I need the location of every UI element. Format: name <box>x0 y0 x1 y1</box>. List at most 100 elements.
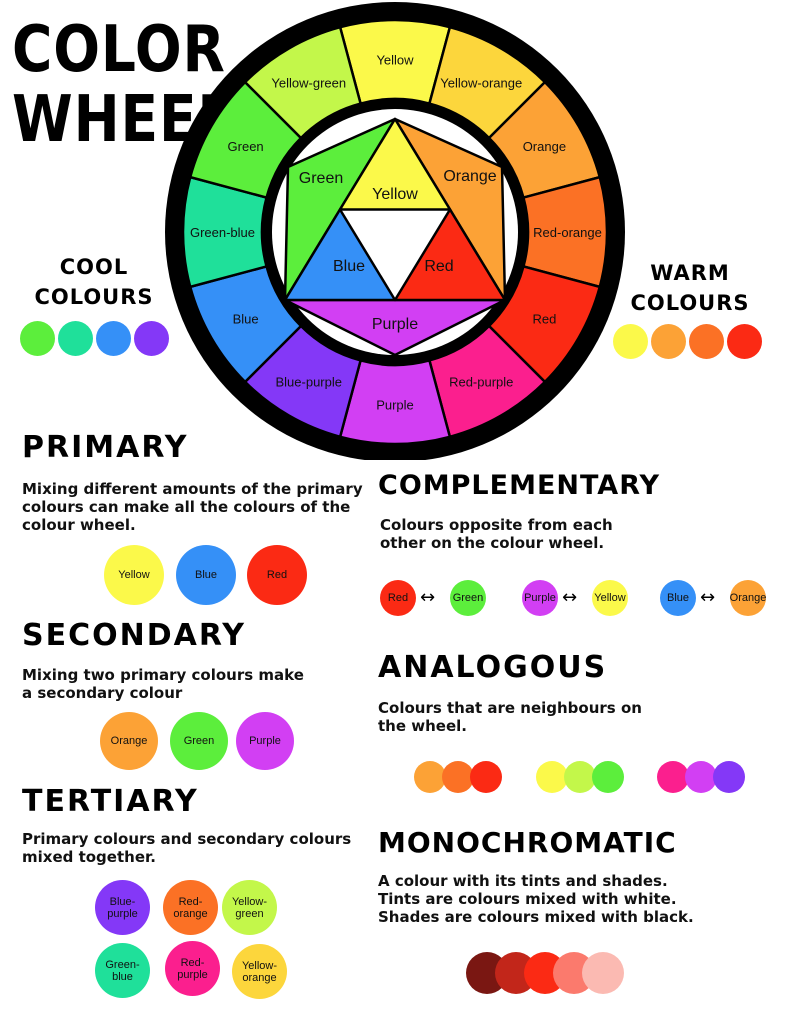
tertiary-swatch: Red-purple <box>165 941 220 996</box>
analogous-swatch <box>470 761 502 793</box>
inner-yellow-label: Yellow <box>372 186 418 203</box>
monochromatic-description: A colour with its tints and shades. Tint… <box>378 872 694 926</box>
inner-green-label: Green <box>299 170 343 187</box>
primary-swatch: Blue <box>176 545 236 605</box>
swatch-label: Blue <box>194 569 218 581</box>
swatch-label: Green <box>452 592 484 604</box>
analogous-swatch <box>657 761 689 793</box>
swatch-label: Orange <box>110 735 148 747</box>
wheel-segment-label: Red-orange <box>533 225 602 240</box>
swatch-label: purple <box>107 907 138 920</box>
tertiary-swatch: Yellow-green <box>222 880 277 935</box>
analogous-swatch <box>536 761 568 793</box>
tertiary-swatch: Blue-purple <box>95 880 150 935</box>
secondary-desc-line: Mixing two primary colours make <box>22 666 304 684</box>
double-arrow-icon: ↔ <box>420 587 436 608</box>
warm-colours-heading: WARM COLOURS <box>620 258 760 318</box>
swatch-label: Green <box>183 735 215 747</box>
monochromatic-swatch <box>582 952 624 994</box>
analogous-desc-line: Colours that are neighbours on <box>378 699 642 717</box>
swatch-label: Red- <box>178 895 203 908</box>
swatch-label: orange <box>173 907 208 920</box>
swatch-label: Red- <box>180 956 205 969</box>
monochromatic-desc-line: Tints are colours mixed with white. <box>378 890 677 908</box>
swatch-label: orange <box>242 971 277 984</box>
swatch-label: Purple <box>524 592 556 604</box>
complementary-swatch: Blue <box>660 580 696 616</box>
primary-desc-line: Mixing different amounts of the primary <box>22 480 363 498</box>
warm-heading-line-2: COLOURS <box>630 291 750 315</box>
inner-yellow-triangle <box>338 117 452 211</box>
inner-red-label: Red <box>424 258 453 275</box>
tertiary-description: Primary colours and secondary colours mi… <box>22 830 351 866</box>
swatch-label: Yellow <box>594 592 626 604</box>
primary-heading: PRIMARY <box>22 430 189 465</box>
double-arrow-icon: ↔ <box>700 587 716 608</box>
swatch-label: Red <box>266 569 288 581</box>
swatch-label: Green- <box>105 958 140 971</box>
tertiary-heading: TERTIARY <box>22 784 199 819</box>
analogous-swatch <box>414 761 446 793</box>
monochromatic-desc-line: Shades are colours mixed with black. <box>378 908 694 926</box>
wheel-segment-label: Purple <box>376 398 414 413</box>
complementary-swatch: Purple <box>522 580 558 616</box>
primary-desc-line: colours can make all the colours of the <box>22 498 351 516</box>
color-wheel: YellowYellow-orangeOrangeRed-orangeRedRe… <box>165 2 625 460</box>
complementary-description: Colours opposite from each other on the … <box>380 516 613 552</box>
analogous-swatch <box>592 761 624 793</box>
swatch-label: Red <box>387 592 409 604</box>
primary-description: Mixing different amounts of the primary … <box>22 480 363 534</box>
cool-colours-heading: COOL COLOURS <box>24 252 164 312</box>
primary-desc-line: colour wheel. <box>22 516 136 534</box>
wheel-segment-label: Red <box>532 311 556 326</box>
wheel-segment-label: Yellow-green <box>271 76 346 91</box>
primary-swatch: Red <box>247 545 307 605</box>
monochromatic-heading: MONOCHROMATIC <box>378 826 677 859</box>
swatch-label: purple <box>177 968 208 981</box>
complementary-swatch: Green <box>450 580 486 616</box>
complementary-swatch: Red <box>380 580 416 616</box>
warm-swatch <box>613 324 648 359</box>
primary-swatch: Yellow <box>104 545 164 605</box>
complementary-desc-line: Colours opposite from each <box>380 516 613 534</box>
wheel-segment-label: Red-purple <box>449 374 513 389</box>
analogous-description: Colours that are neighbours on the wheel… <box>378 699 642 735</box>
cool-swatch <box>96 321 131 356</box>
cool-heading-line-2: COLOURS <box>34 285 154 309</box>
analogous-swatch <box>713 761 745 793</box>
swatch-label: Blue- <box>109 895 136 908</box>
analogous-swatch <box>685 761 717 793</box>
wheel-segment-label: Green-blue <box>190 225 255 240</box>
double-arrow-icon: ↔ <box>562 587 578 608</box>
secondary-heading: SECONDARY <box>22 618 247 653</box>
cool-swatch <box>20 321 55 356</box>
secondary-swatch: Purple <box>236 712 294 770</box>
secondary-swatch: Orange <box>100 712 158 770</box>
complementary-swatch: Orange <box>730 580 766 616</box>
inner-orange-label: Orange <box>443 168 496 185</box>
complementary-desc-line: other on the colour wheel. <box>380 534 605 552</box>
inner-red-triangle <box>393 208 507 302</box>
tertiary-swatch: Red-orange <box>163 880 218 935</box>
tertiary-desc-line: Primary colours and secondary colours <box>22 830 352 848</box>
analogous-desc-line: the wheel. <box>378 717 467 735</box>
secondary-desc-line: a secondary colour <box>22 684 183 702</box>
swatch-label: Yellow- <box>231 895 268 908</box>
title-line-1: COLOR <box>12 13 226 87</box>
cool-swatch <box>134 321 169 356</box>
wheel-segment-label: Yellow-orange <box>440 76 522 91</box>
wheel-segment-label: Orange <box>523 139 566 154</box>
swatch-label: Yellow <box>118 569 150 581</box>
inner-blue-label: Blue <box>333 258 365 275</box>
warm-heading-line-1: WARM <box>650 261 730 285</box>
complementary-heading: COMPLEMENTARY <box>378 470 661 501</box>
warm-swatch <box>727 324 762 359</box>
analogous-heading: ANALOGOUS <box>378 650 608 685</box>
warm-swatch <box>651 324 686 359</box>
swatch-label: Orange <box>729 592 767 604</box>
secondary-swatch: Green <box>170 712 228 770</box>
tertiary-swatch: Yellow-orange <box>232 944 287 999</box>
tertiary-swatch: Green-blue <box>95 943 150 998</box>
inner-blue-triangle <box>283 208 397 302</box>
analogous-swatch <box>442 761 474 793</box>
